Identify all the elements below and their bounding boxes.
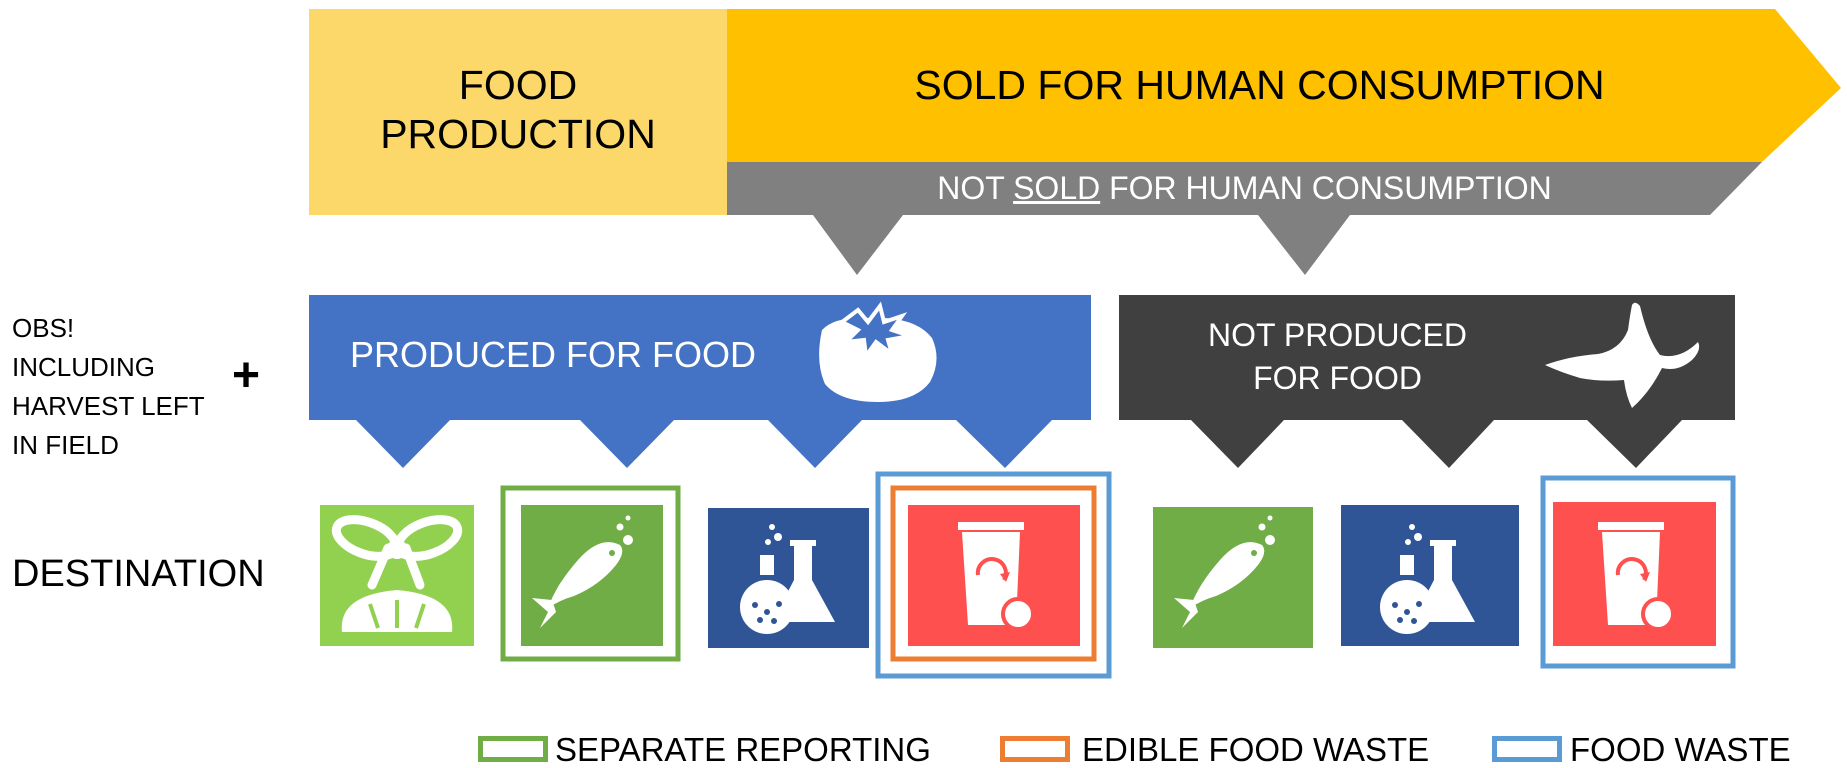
legend-swatch-edible-food-waste — [1000, 736, 1070, 762]
recycle-bin-icon — [1598, 522, 1675, 631]
not-sold-underlined: SOLD — [1013, 169, 1101, 206]
legend-swatch-separate-reporting — [478, 736, 548, 762]
recycle-bin-icon — [958, 522, 1035, 631]
food-production-label: FOOD PRODUCTION — [309, 40, 727, 180]
not-sold-band — [727, 162, 1762, 275]
waste-tile-produced — [875, 471, 1112, 679]
tomato-icon — [819, 301, 937, 402]
destination-label: DESTINATION — [12, 553, 265, 595]
legend-label-food-waste: FOOD WASTE — [1570, 731, 1791, 768]
not-produced-line2: FOR FOOD — [1253, 360, 1422, 396]
animal-feed-tile-not-produced — [1153, 507, 1313, 648]
not-produced-line1: NOT PRODUCED — [1208, 316, 1467, 353]
sold-label: SOLD FOR HUMAN CONSUMPTION — [727, 55, 1792, 115]
flask-icon — [740, 524, 835, 634]
not-sold-suffix: FOR HUMAN CONSUMPTION — [1100, 169, 1552, 206]
produced-for-food-label: PRODUCED FOR FOOD — [350, 334, 756, 376]
fish-icon — [1174, 515, 1275, 628]
obs-line4: IN FIELD — [12, 430, 119, 460]
produced-for-food-band — [309, 295, 1091, 468]
industry-tile — [708, 508, 869, 648]
banana-peel-icon — [1545, 302, 1700, 408]
not-sold-label: NOT SOLD FOR HUMAN CONSUMPTION — [727, 166, 1762, 210]
obs-note: OBS! INCLUDING HARVEST LEFT IN FIELD — [12, 309, 205, 465]
waste-tile-not-produced — [1540, 475, 1736, 669]
sold-text: SOLD FOR HUMAN CONSUMPTION — [914, 61, 1605, 108]
legend-label-edible-food-waste: EDIBLE FOOD WASTE — [1082, 731, 1430, 768]
legend-label-separate-reporting: SEPARATE REPORTING — [555, 731, 931, 768]
donation-tile — [320, 505, 474, 646]
plus-sign: + — [232, 349, 261, 402]
obs-line1: OBS! — [12, 313, 75, 343]
obs-line2: INCLUDING — [12, 352, 156, 382]
industry-tile-not-produced — [1341, 505, 1519, 646]
obs-line3: HARVEST LEFT — [12, 391, 205, 421]
sold-arrow — [727, 9, 1841, 162]
not-produced-for-food-label: NOT PRODUCED FOR FOOD — [1195, 312, 1480, 402]
food-production-line2: PRODUCTION — [380, 111, 656, 157]
produced-text: PRODUCED FOR FOOD — [350, 334, 757, 375]
not-produced-for-food-band — [1119, 295, 1735, 468]
flask-icon — [1380, 524, 1475, 634]
food-production-line1: FOOD — [458, 61, 578, 108]
legend-swatch-food-waste — [1492, 736, 1562, 762]
food-production-block — [309, 9, 727, 215]
not-sold-prefix: NOT — [937, 169, 1014, 206]
animal-feed-tile — [500, 485, 681, 662]
fish-icon — [532, 515, 633, 628]
